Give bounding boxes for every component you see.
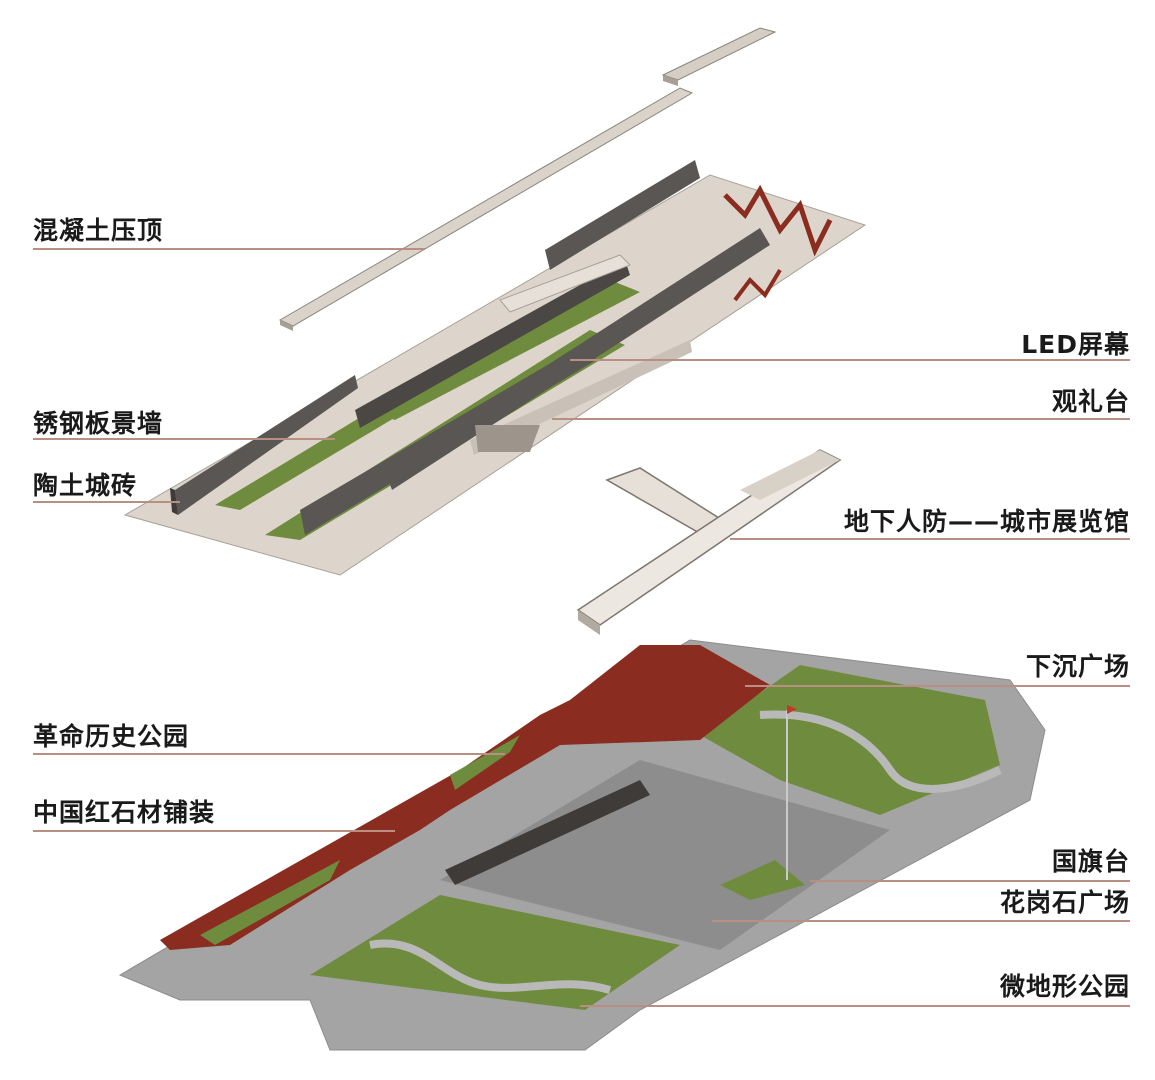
underground-layer: [576, 449, 842, 635]
label-weathering-steel-wall: 锈钢板景墙: [33, 409, 164, 438]
label-led-screen: LED屏幕: [1021, 330, 1130, 359]
label-revolution-park: 革命历史公园: [33, 722, 190, 751]
concrete-coping-layer: [278, 27, 777, 331]
label-terracotta-brick: 陶土城砖: [33, 471, 138, 500]
label-sunken-plaza: 下沉广场: [1025, 652, 1130, 681]
label-flag-platform: 国旗台: [1051, 847, 1130, 876]
ground-layer: [118, 639, 1046, 1051]
label-china-red-paving: 中国红石材铺装: [33, 798, 216, 827]
label-granite-plaza: 花岗石广场: [999, 888, 1130, 917]
leader-lines: [33, 248, 1130, 1007]
label-concrete-coping: 混凝土压顶: [33, 216, 164, 245]
label-underground-exhibition: 地下人防——城市展览馆: [843, 507, 1130, 536]
label-micro-terrain-park: 微地形公园: [999, 972, 1130, 1001]
label-viewing-platform: 观礼台: [1051, 387, 1130, 416]
